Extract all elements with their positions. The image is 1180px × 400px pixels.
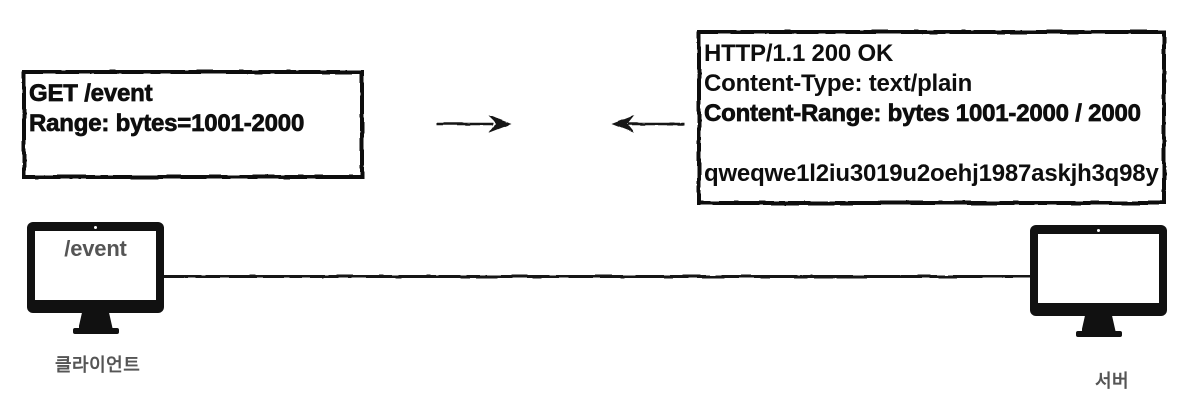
response-content-type-header: Content-Type: text/plain xyxy=(704,70,973,97)
client-monitor-stand xyxy=(78,313,113,328)
request-line-method: GET /event xyxy=(29,80,153,108)
client-screen-label: /event xyxy=(64,236,127,261)
response-message-box: HTTP/1.1 200 OK Content-Type: text/plain… xyxy=(697,30,1166,205)
server-caption: 서버 xyxy=(1095,371,1130,391)
request-arrow-right-icon xyxy=(437,115,511,133)
client-camera-icon xyxy=(94,225,97,229)
network-connection-line xyxy=(162,275,1032,278)
response-content-range-header: Content-Range: bytes 1001-2000 / 2000 xyxy=(704,100,1142,128)
server-monitor-stand xyxy=(1081,316,1116,331)
response-blank-line xyxy=(704,129,1160,159)
server-monitor xyxy=(1030,225,1167,316)
server-screen xyxy=(1038,234,1159,303)
request-line-range-header: Range: bytes=1001-2000 xyxy=(29,110,305,138)
response-arrow-left-icon xyxy=(612,115,684,133)
server-device xyxy=(1030,225,1167,337)
client-device: /event xyxy=(27,222,164,334)
client-monitor-base xyxy=(72,328,119,334)
response-status-line: HTTP/1.1 200 OK xyxy=(704,40,894,67)
client-screen: /event xyxy=(35,231,156,300)
server-monitor-base xyxy=(1075,331,1122,337)
client-monitor: /event xyxy=(27,222,164,313)
server-camera-icon xyxy=(1097,228,1100,232)
response-body-text: qweqwe1l2iu3019u2oehj1987askjh3q98y xyxy=(704,160,1159,187)
client-caption: 클라이언트 xyxy=(55,355,141,375)
request-message-box: GET /event Range: bytes=1001-2000 xyxy=(22,70,364,179)
